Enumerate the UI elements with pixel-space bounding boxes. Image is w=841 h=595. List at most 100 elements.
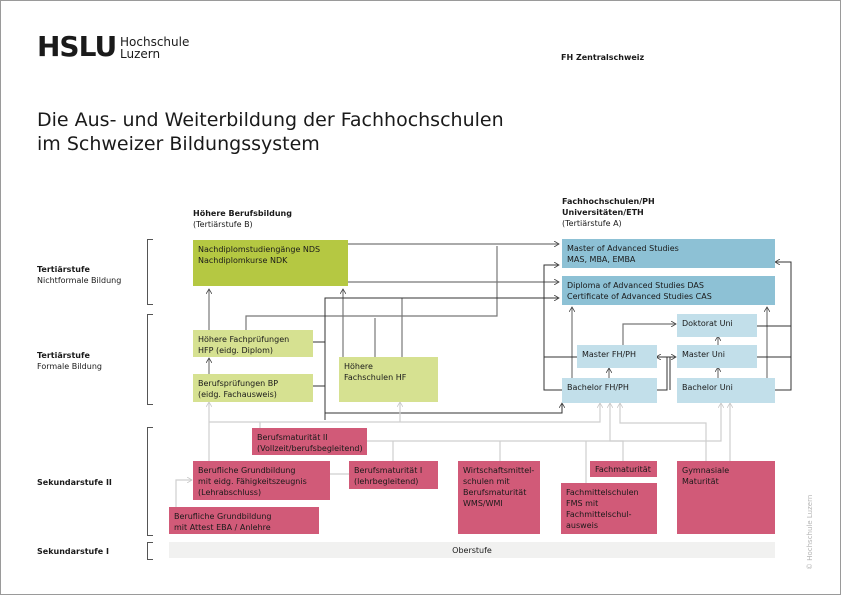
box-text: (eidg. Fachausweis)	[198, 390, 277, 399]
box-text: Berufsprüfungen BP	[198, 379, 279, 388]
box-text: Fachmittelschulen	[566, 488, 639, 497]
line-formal-to-das	[324, 298, 559, 420]
box-text: Oberstufe	[452, 546, 492, 555]
box-berufspruefungen: Berufsprüfungen BP (eidg. Fachausweis)	[193, 374, 313, 402]
box-text: ausweis	[566, 521, 598, 530]
box-diploma-advanced-studies: Diploma of Advanced Studies DAS Certific…	[562, 276, 775, 305]
box-text: Berufsmaturität II	[257, 433, 328, 442]
box-text: HFP (eidg. Diplom)	[198, 346, 273, 355]
box-berufsmaturitaet-ii: Berufsmaturität II (Vollzeit/berufsbegle…	[252, 428, 367, 455]
box-gymnasiale-maturitaet: Gymnasiale Maturität	[677, 461, 775, 534]
line-bachelor-fh-right	[656, 357, 676, 391]
box-text: Fachmaturität	[595, 465, 651, 474]
level-label-secondary-i: Sekundarstufe I	[37, 546, 109, 557]
box-grundbildung-eba: Berufliche Grundbildung mit Attest EBA /…	[169, 507, 319, 534]
box-berufsmaturitaet-i: Berufsmaturität I (lehrbegleitend)	[349, 461, 438, 489]
column-header-tertiary-b: Höhere Berufsbildung (Tertiärstufe B)	[193, 208, 292, 230]
line-bottom-to-bachelor	[325, 403, 562, 414]
level-title: Tertiärstufe	[37, 351, 90, 360]
box-text: Nachdiplomkurse NDK	[198, 256, 288, 265]
box-text: Master of Advanced Studies	[567, 244, 679, 253]
box-text: Certificate of Advanced Studies CAS	[567, 292, 712, 301]
box-doktorat-uni: Doktorat Uni	[677, 314, 757, 337]
box-text: WMS/WMI	[463, 499, 503, 508]
box-text: Master Uni	[682, 350, 726, 359]
box-text: (lehrbegleitend)	[354, 477, 419, 486]
box-text: Bachelor FH/PH	[567, 383, 629, 392]
line-hfp-network	[245, 246, 498, 330]
box-bachelor-uni: Bachelor Uni	[677, 378, 775, 403]
level-label-tertiary-formal: Tertiärstufe Formale Bildung	[37, 350, 102, 372]
column-subtitle: (Tertiärstufe B)	[193, 220, 253, 229]
box-text: Wirtschaftsmittel-	[463, 466, 535, 475]
box-text: Berufliche Grundbildung	[174, 512, 272, 521]
box-hoehere-fachschulen: Höhere Fachschulen HF	[339, 357, 438, 402]
box-text: FMS mit	[566, 499, 599, 508]
line-secondary-network-top	[209, 403, 600, 423]
box-text: Höhere	[344, 362, 373, 371]
box-text: Höhere Fachprüfungen	[198, 335, 290, 344]
bracket-secondary-i	[147, 542, 153, 560]
box-text: Nachdiplomstudiengänge NDS	[198, 245, 321, 254]
box-hoehere-fachpruefungen: Höhere Fachprüfungen HFP (eidg. Diplom)	[193, 330, 313, 357]
title-line-1: Die Aus- und Weiterbildung der Fachhochs…	[37, 109, 504, 131]
hslu-logo-text: Hochschule Luzern	[120, 36, 189, 60]
box-bachelor-fh-ph: Bachelor FH/PH	[562, 378, 657, 403]
box-fachmittelschulen: Fachmittelschulen FMS mit Fachmittelschu…	[561, 483, 657, 534]
level-title: Sekundarstufe I	[37, 547, 109, 556]
organization-label: FH Zentralschweiz	[561, 53, 645, 62]
box-text: Berufsmaturität	[463, 488, 527, 497]
box-text: Maturität	[682, 477, 719, 486]
box-master-advanced-studies: Master of Advanced Studies MAS, MBA, EMB…	[562, 239, 775, 268]
box-text: Bachelor Uni	[682, 383, 733, 392]
hslu-logo-mark: HSLU	[37, 30, 117, 63]
box-text: Diploma of Advanced Studies DAS	[567, 281, 704, 290]
level-subtitle: Formale Bildung	[37, 362, 102, 371]
copyright-note: © Hochschule Luzern	[806, 494, 814, 570]
level-title: Tertiärstufe	[37, 265, 90, 274]
logo-line-2: Luzern	[120, 47, 161, 61]
column-title: Höhere Berufsbildung	[193, 209, 292, 218]
column-header-tertiary-a: Fachhochschulen/PH Universitäten/ETH (Te…	[562, 196, 655, 229]
box-text: Doktorat Uni	[682, 319, 733, 328]
box-text: schulen mit	[463, 477, 510, 486]
box-text: Master FH/PH	[582, 350, 637, 359]
box-nachdiplom: Nachdiplomstudiengänge NDS Nachdiplomkur…	[193, 240, 348, 286]
title-line-2: im Schweizer Bildungssystem	[37, 133, 320, 155]
level-label-tertiary-nonformal: Tertiärstufe Nichtformale Bildung	[37, 264, 121, 286]
bracket-tertiary-formal	[147, 314, 153, 405]
column-title-1: Fachhochschulen/PH	[562, 197, 655, 206]
box-text: mit eidg. Fähigkeitszeugnis	[198, 477, 307, 486]
logo-line-1: Hochschule	[120, 35, 190, 49]
line-gym-to-network	[620, 403, 707, 461]
box-oberstufe: Oberstufe	[169, 542, 775, 558]
box-text: (Lehrabschluss)	[198, 488, 262, 497]
line-master-fh-to-doktorat	[622, 324, 676, 346]
box-text: MAS, MBA, EMBA	[567, 255, 636, 264]
page-title: Die Aus- und Weiterbildung der Fachhochs…	[37, 108, 504, 156]
box-text: mit Attest EBA / Anlehre	[174, 523, 271, 532]
box-text: Fachschulen HF	[344, 373, 407, 382]
box-text: Berufliche Grundbildung	[198, 466, 296, 475]
box-master-fh-ph: Master FH/PH	[577, 345, 657, 368]
box-wirtschaftsmittelschulen: Wirtschaftsmittel- schulen mit Berufsmat…	[458, 461, 540, 534]
column-title-2: Universitäten/ETH	[562, 208, 644, 217]
box-text: Berufsmaturität I	[354, 466, 423, 475]
box-text: Gymnasiale	[682, 466, 730, 475]
box-text: (Vollzeit/berufsbegleitend)	[257, 444, 363, 453]
level-subtitle: Nichtformale Bildung	[37, 276, 122, 285]
box-grundbildung-efz: Berufliche Grundbildung mit eidg. Fähigk…	[193, 461, 330, 500]
box-master-uni: Master Uni	[677, 345, 757, 368]
box-text: Fachmittelschul-	[566, 510, 632, 519]
line-cross-to-master-fh	[656, 357, 671, 390]
box-fachmaturitaet: Fachmaturität	[590, 461, 657, 477]
column-subtitle: (Tertiärstufe A)	[562, 219, 622, 228]
level-label-secondary-ii: Sekundarstufe II	[37, 477, 112, 488]
line-eba-to-efz	[175, 480, 192, 507]
line-bm2-to-network	[366, 403, 721, 442]
bracket-tertiary-nonformal	[147, 239, 153, 305]
line-bachelor-fh-left	[543, 265, 562, 391]
level-title: Sekundarstufe II	[37, 478, 112, 487]
bracket-secondary-ii	[147, 427, 153, 536]
